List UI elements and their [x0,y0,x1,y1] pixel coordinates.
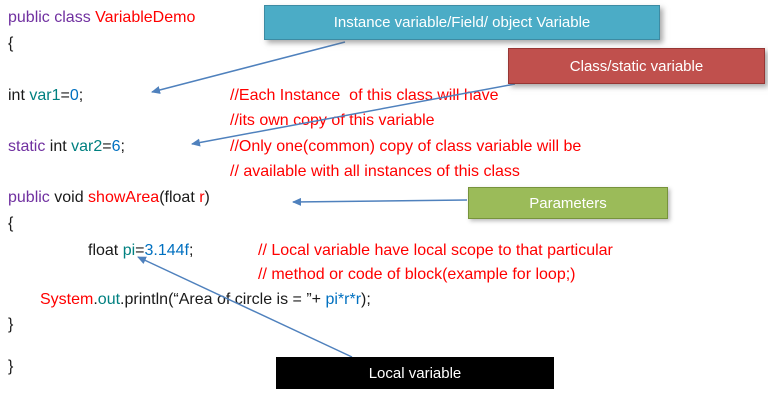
code-token: { [8,35,14,52]
code-token: r [199,189,205,206]
code-token: = [60,87,70,104]
code-token: // Local variable have local scope to th… [258,242,613,259]
code-token: } [8,358,14,375]
code-token: { [8,215,14,232]
callout-local-variable: Local variable [276,357,554,389]
code-token: System [40,291,94,308]
code-token: (float [159,189,200,206]
code-token: . [93,291,98,308]
code-token: = [102,138,112,155]
callout-parameters-label: Parameters [529,194,607,212]
code-token: float [88,242,123,259]
code-token: } [8,316,14,333]
line-method-open-brace: { [8,214,13,234]
code-token: ; [120,138,125,155]
code-token: 3.144f [144,242,189,259]
code-token: ; [78,87,84,104]
code-token: int [49,138,72,155]
comment-var2-line2: // available with all instances of this … [230,162,520,182]
line-println: System.out.println(“Area of circle is = … [40,290,371,310]
code-token: ; [188,242,194,259]
callout-instance-variable: Instance variable/Field/ object Variable [264,5,660,40]
code-token: showArea [88,189,160,206]
comment-pi-line1: // Local variable have local scope to th… [258,241,613,261]
callout-class-static-variable: Class/static variable [508,48,765,84]
code-token: var1 [29,87,61,104]
code-token: var2 [71,138,103,155]
code-token: 6 [111,138,121,155]
code-token: public [8,9,55,26]
code-token: //its own copy of this variable [230,112,435,129]
line-method-signature: public void showArea(float r) [8,188,210,208]
line-pi-declaration: float pi=3.144f; [88,241,193,261]
comment-var1-line1: //Each Instance of this class will have [230,86,499,106]
code-token: public [8,189,55,206]
code-token: // method or code of block(example for l… [258,266,576,283]
code-token: //Only one(common) copy of class variabl… [230,138,582,155]
code-token: out [97,291,121,308]
line-var1-declaration: int var1=0; [8,86,83,106]
callout-local-variable-label: Local variable [368,364,462,382]
code-token: ) [204,189,210,206]
comment-var1-line2: //its own copy of this variable [230,111,435,131]
line-class-open-brace: { [8,34,13,54]
code-token: 0 [69,87,79,104]
callout-instance-variable-label: Instance variable/Field/ object Variable [333,14,591,31]
line-method-close-brace: } [8,315,13,335]
code-token: = [135,242,145,259]
line-class-declaration: public class VariableDemo [8,8,195,28]
callout-class-static-variable-label: Class/static variable [569,57,704,75]
line-class-close-brace: } [8,357,13,377]
code-token: static [8,138,50,155]
code-token: pi*r*r [325,291,362,308]
line-var2-declaration: static int var2=6; [8,137,125,157]
comment-pi-line2: // method or code of block(example for l… [258,265,576,285]
callout-parameters: Parameters [468,187,668,219]
code-token: void [54,189,89,206]
code-token: int [8,87,30,104]
code-token: //Each Instance of this class will have [230,87,499,104]
code-token: VariableDemo [95,9,196,26]
code-token: // available with all instances of this … [230,163,520,180]
code-token: ); [361,291,371,308]
code-token: .println(“Area of circle is = ”+ [120,291,326,308]
comment-var2-line1: //Only one(common) copy of class variabl… [230,137,581,157]
code-token: pi [122,242,136,259]
code-token: class [54,9,96,26]
